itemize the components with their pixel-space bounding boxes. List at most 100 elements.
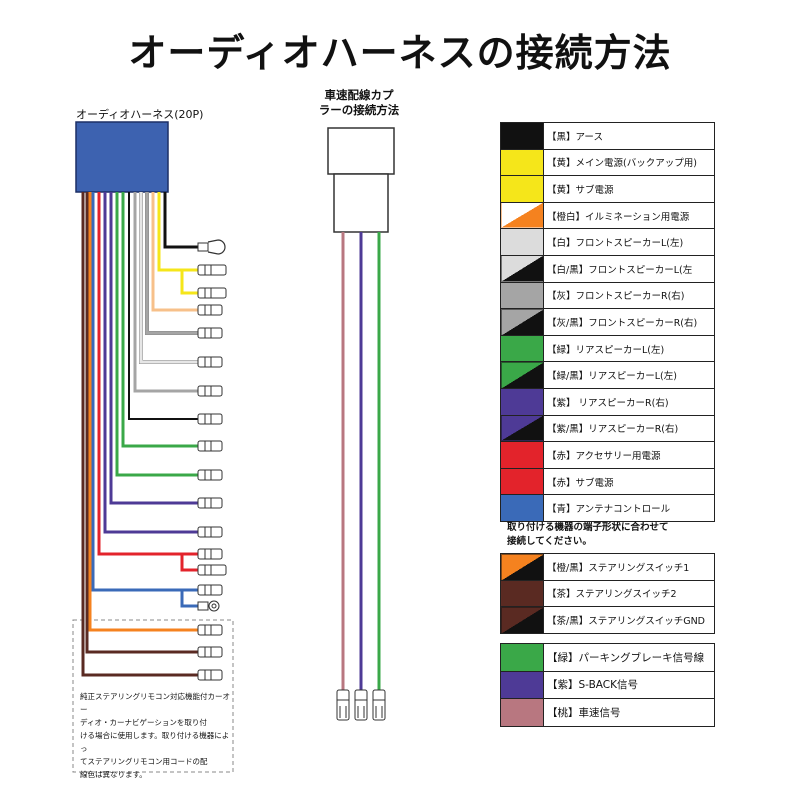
legend-row: 【橙/黒】ステアリングスイッチ1 bbox=[500, 553, 715, 581]
color-swatch bbox=[500, 441, 544, 469]
color-swatch bbox=[500, 387, 544, 416]
color-swatch bbox=[500, 361, 544, 389]
legend-row: 【灰】フロントスピーカーR(右) bbox=[500, 281, 715, 310]
color-swatch bbox=[500, 553, 544, 581]
wire bbox=[91, 192, 200, 592]
terminal bbox=[197, 327, 223, 339]
wire bbox=[88, 192, 200, 632]
terminal bbox=[197, 548, 223, 560]
legend-label: 【緑】パーキングブレーキ信号線 bbox=[543, 643, 715, 672]
legend-row: 【緑】パーキングブレーキ信号線 bbox=[500, 643, 715, 672]
color-swatch bbox=[500, 228, 544, 256]
wire bbox=[81, 192, 200, 677]
page-title: オーディオハーネスの接続方法 bbox=[128, 31, 672, 75]
color-swatch bbox=[500, 175, 544, 203]
coupler-terminal bbox=[354, 689, 368, 721]
color-swatch bbox=[500, 579, 544, 608]
terminal bbox=[197, 624, 223, 636]
color-swatch bbox=[500, 148, 544, 177]
wire-outline bbox=[139, 192, 200, 364]
legend-row: 【紫/黒】リアスピーカーR(右) bbox=[500, 414, 715, 443]
legend-label: 【緑/黒】リアスピーカーL(左) bbox=[543, 361, 715, 389]
legend-row: 【赤】サブ電源 bbox=[500, 467, 715, 496]
steering-legend: 【橙/黒】ステアリングスイッチ1【茶】ステアリングスイッチ2【茶/黒】ステアリン… bbox=[500, 553, 715, 634]
color-swatch bbox=[500, 494, 544, 522]
coupler-wires bbox=[336, 232, 386, 721]
wire bbox=[157, 192, 200, 272]
legend-label: 【灰/黒】フロントスピーカーR(右) bbox=[543, 308, 715, 336]
legend-label: 【紫/黒】リアスピーカーR(右) bbox=[543, 414, 715, 443]
terminal bbox=[197, 304, 223, 316]
wire bbox=[145, 192, 200, 335]
fork-terminal bbox=[207, 239, 226, 255]
terminal bbox=[197, 564, 227, 576]
wire bbox=[163, 192, 200, 249]
harness-terminals bbox=[197, 239, 227, 681]
legend-row: 【白/黒】フロントスピーカーL(左 bbox=[500, 254, 715, 283]
terminal-note: 取り付ける機器の端子形状に合わせて 接続してください。 bbox=[507, 521, 669, 549]
legend-row: 【緑】リアスピーカーL(左) bbox=[500, 334, 715, 363]
legend-row: 【青】アンテナコントロール bbox=[500, 494, 715, 522]
legend-row: 【緑/黒】リアスピーカーL(左) bbox=[500, 361, 715, 389]
wire bbox=[85, 192, 200, 654]
wire bbox=[180, 554, 200, 572]
legend-label: 【赤】アクセサリー用電源 bbox=[543, 441, 715, 469]
ring-terminal-hole bbox=[211, 603, 217, 609]
legend-row: 【桃】車速信号 bbox=[500, 698, 715, 727]
harness-connector bbox=[75, 121, 169, 193]
terminal bbox=[197, 385, 223, 397]
color-swatch bbox=[500, 308, 544, 336]
legend-label: 【黒】アース bbox=[543, 122, 715, 150]
coupler-legend: 【緑】パーキングブレーキ信号線【紫】S-BACK信号【桃】車速信号 bbox=[500, 643, 715, 727]
color-swatch bbox=[500, 254, 544, 283]
terminal bbox=[197, 287, 227, 299]
legend-row: 【赤】アクセサリー用電源 bbox=[500, 441, 715, 469]
note-line: 線色は異なります。 bbox=[80, 770, 147, 779]
wire bbox=[151, 192, 200, 312]
note-line: てステアリングリモコン用コードの配 bbox=[80, 757, 208, 766]
legend-label: 【茶/黒】ステアリングスイッチGND bbox=[543, 606, 715, 634]
color-swatch bbox=[500, 334, 544, 363]
wire bbox=[139, 192, 200, 364]
terminal-note-line: 取り付ける機器の端子形状に合わせて bbox=[507, 522, 669, 533]
wire bbox=[109, 192, 200, 505]
terminal bbox=[197, 264, 227, 276]
legend-label: 【橙白】イルミネーション用電源 bbox=[543, 201, 715, 230]
coupler-label-line: 車速配線カプ bbox=[324, 88, 394, 102]
color-swatch bbox=[500, 698, 544, 727]
legend-label: 【紫】S-BACK信号 bbox=[543, 670, 715, 699]
terminal bbox=[197, 413, 223, 425]
legend-label: 【青】アンテナコントロール bbox=[543, 494, 715, 522]
wire bbox=[121, 192, 200, 448]
legend-label: 【灰】フロントスピーカーR(右) bbox=[543, 281, 715, 310]
legend-row: 【紫】S-BACK信号 bbox=[500, 670, 715, 699]
wire bbox=[133, 192, 200, 393]
legend-label: 【黄】メイン電源(バックアップ用) bbox=[543, 148, 715, 177]
coupler-label-line: ラーの接続方法 bbox=[318, 103, 400, 117]
color-swatch bbox=[500, 281, 544, 310]
coupler-terminal bbox=[336, 689, 350, 721]
legend-label: 【桃】車速信号 bbox=[543, 698, 715, 727]
coupler-neck bbox=[333, 173, 389, 233]
wire bbox=[180, 270, 200, 295]
terminal bbox=[197, 469, 223, 481]
legend-label: 【緑】リアスピーカーL(左) bbox=[543, 334, 715, 363]
color-swatch bbox=[500, 606, 544, 634]
legend-row: 【黄】メイン電源(バックアップ用) bbox=[500, 148, 715, 177]
terminal bbox=[197, 584, 223, 596]
terminal bbox=[197, 440, 223, 452]
steering-note: 純正ステアリングリモコン対応機能付カーオー ディオ・カーナビゲーションを取り付 … bbox=[80, 690, 230, 781]
note-line: 純正ステアリングリモコン対応機能付カーオー bbox=[80, 692, 230, 714]
note-line: ディオ・カーナビゲーションを取り付 bbox=[80, 718, 207, 727]
legend-row: 【白】フロントスピーカーL(左) bbox=[500, 228, 715, 256]
fork-terminal-body bbox=[197, 242, 209, 252]
color-swatch bbox=[500, 122, 544, 150]
terminal bbox=[197, 646, 223, 658]
legend-label: 【赤】サブ電源 bbox=[543, 467, 715, 496]
legend-row: 【橙白】イルミネーション用電源 bbox=[500, 201, 715, 230]
legend-label: 【茶】ステアリングスイッチ2 bbox=[543, 579, 715, 608]
color-swatch bbox=[500, 643, 544, 672]
legend-label: 【白/黒】フロントスピーカーL(左 bbox=[543, 254, 715, 283]
legend-row: 【茶】ステアリングスイッチ2 bbox=[500, 579, 715, 608]
